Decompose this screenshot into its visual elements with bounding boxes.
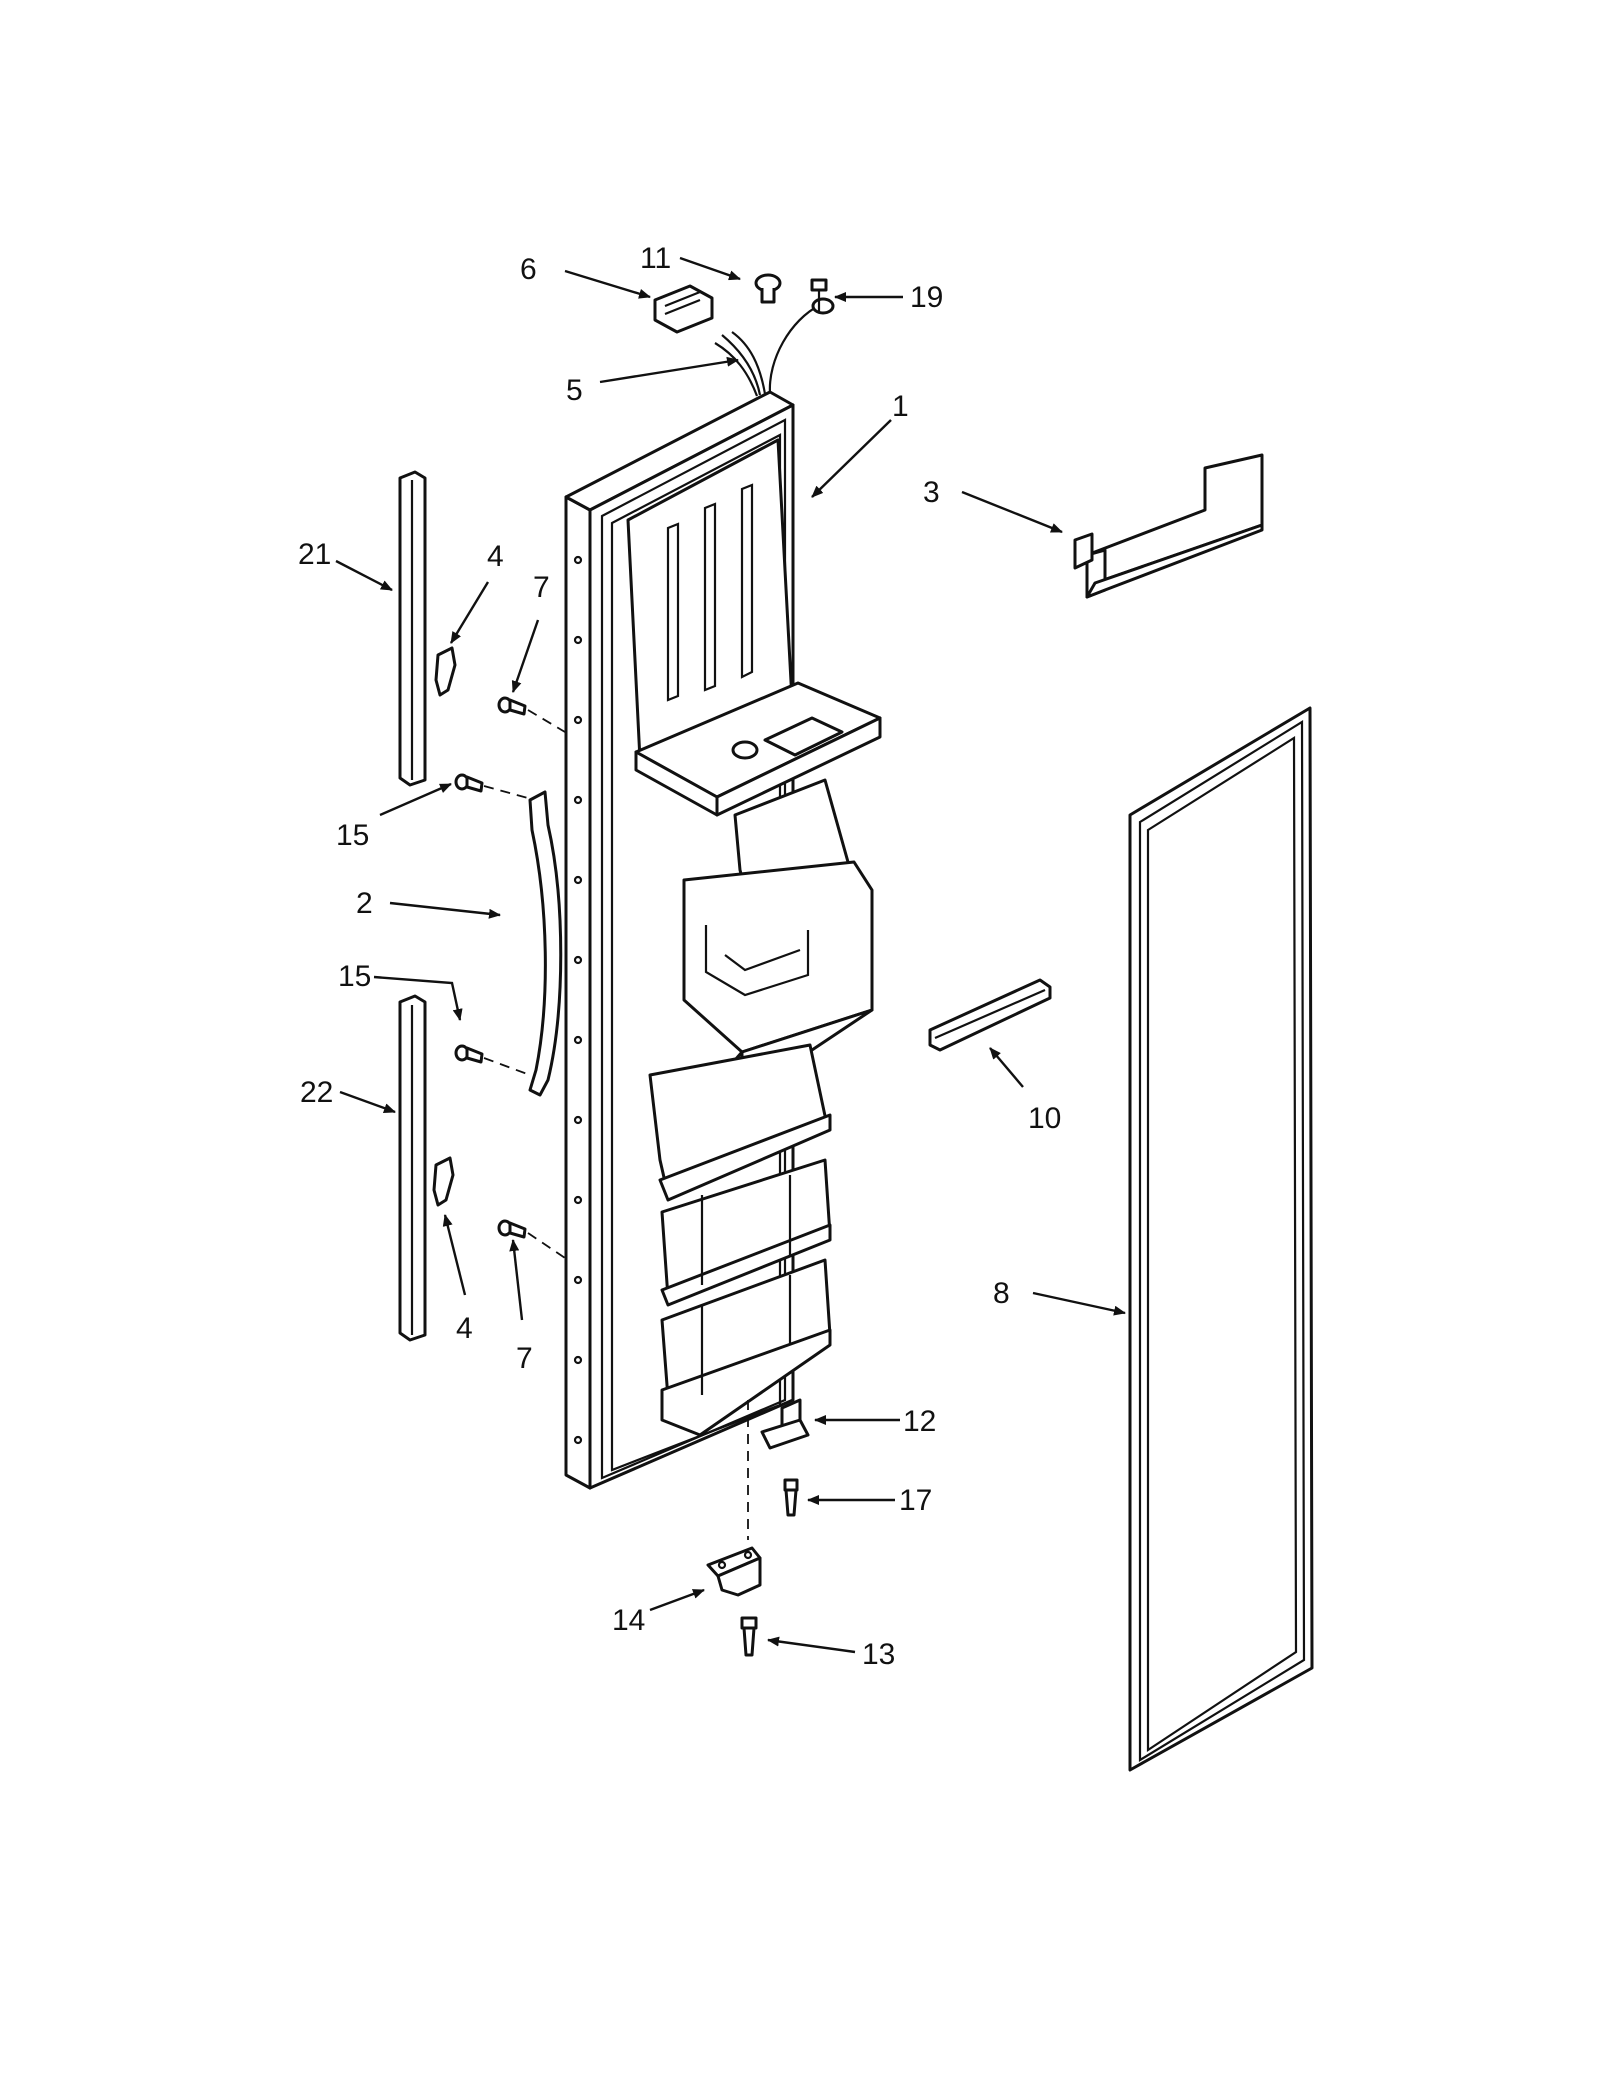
connector-part xyxy=(653,284,714,334)
dash-line-15-upper xyxy=(483,785,536,801)
clip-part xyxy=(754,273,782,304)
strip-10-part xyxy=(928,978,1052,1052)
callout-15-lower: 15 xyxy=(338,960,371,993)
wire-harness-part xyxy=(714,297,835,397)
callout-14: 14 xyxy=(612,1604,645,1637)
callout-15-upper: 15 xyxy=(336,819,369,852)
door-gasket-part xyxy=(1128,706,1314,1772)
screw-7-lower-part xyxy=(497,1219,527,1239)
dash-line-7-upper xyxy=(527,709,571,736)
hinge-pin-part xyxy=(760,1398,810,1450)
callout-19: 19 xyxy=(910,281,943,314)
callout-13: 13 xyxy=(862,1638,895,1671)
callout-2: 2 xyxy=(356,887,373,920)
callout-17: 17 xyxy=(899,1484,932,1517)
callout-21: 21 xyxy=(298,538,331,571)
callout-6: 6 xyxy=(520,253,537,286)
callout-7-lower: 7 xyxy=(516,1342,533,1375)
screw-7-upper-part xyxy=(497,696,527,716)
callout-22: 22 xyxy=(300,1076,333,1109)
screw-15-upper-part xyxy=(454,773,484,793)
door-handle-part xyxy=(528,790,563,1097)
callout-4-lower: 4 xyxy=(456,1312,473,1345)
callout-5: 5 xyxy=(566,374,583,407)
dash-line-15-lower xyxy=(483,1057,531,1076)
dash-line-7-lower xyxy=(527,1232,569,1261)
callout-4-upper: 4 xyxy=(487,540,504,573)
callout-10: 10 xyxy=(1028,1102,1061,1135)
callout-12: 12 xyxy=(903,1405,936,1438)
screw-17-part xyxy=(783,1478,799,1517)
screw-15-lower-part xyxy=(454,1044,484,1064)
clip-4-lower-part xyxy=(432,1156,455,1207)
clip-4-upper-part xyxy=(434,646,457,697)
dispenser-bracket-part xyxy=(1073,453,1264,599)
door-panel-part xyxy=(564,390,882,1490)
callout-3: 3 xyxy=(923,476,940,509)
screw-13-part xyxy=(740,1616,758,1657)
callout-7-upper: 7 xyxy=(533,571,550,604)
callout-8: 8 xyxy=(993,1277,1010,1310)
screw-19-part xyxy=(810,278,828,312)
hinge-bracket-part xyxy=(706,1546,762,1597)
callout-11: 11 xyxy=(640,242,671,275)
callout-1: 1 xyxy=(892,390,909,423)
trim-strip-21-part xyxy=(398,470,427,787)
leader-arrows xyxy=(335,256,1126,1654)
trim-strip-22-part xyxy=(398,994,427,1342)
